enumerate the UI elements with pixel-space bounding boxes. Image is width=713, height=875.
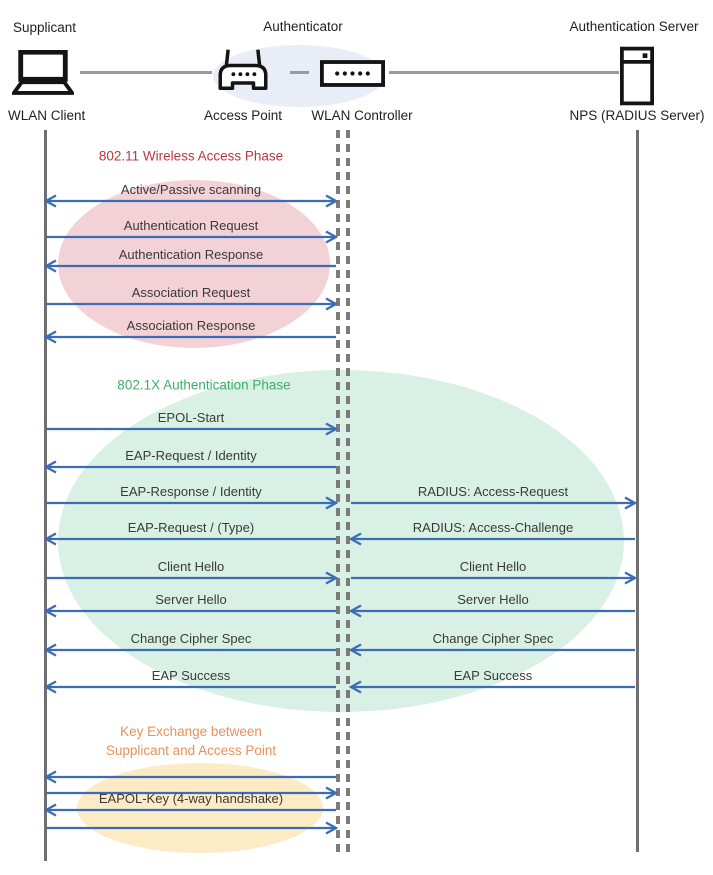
message-arrowhead — [325, 297, 339, 311]
device-label-wlan-client: WLAN Client — [8, 108, 86, 123]
lifeline-nps-server — [636, 130, 639, 852]
message-arrowhead — [43, 259, 57, 273]
message-label: Authentication Response — [118, 247, 264, 262]
role-label-authenticator: Authenticator — [263, 19, 343, 34]
lifeline-wlan-client — [44, 130, 47, 861]
message-arrowhead — [624, 571, 638, 585]
message-label: Authentication Request — [123, 218, 259, 233]
phase-ellipse-1 — [58, 180, 330, 348]
message-arrowhead — [43, 604, 57, 618]
message-arrowhead — [325, 230, 339, 244]
message-label: EAP-Response / Identity — [120, 484, 262, 499]
message-arrowhead — [325, 786, 339, 800]
phase-title-1: 802.11 Wireless Access Phase — [98, 148, 284, 164]
role-label-authentication-server: Authentication Server — [569, 19, 699, 34]
message-arrowhead — [43, 803, 57, 817]
phase-title-2: 802.1X Authentication Phase — [117, 377, 291, 393]
message-arrowhead — [43, 532, 57, 546]
server-icon — [620, 46, 654, 106]
message-arrowhead — [43, 330, 57, 344]
message-label: EPOL-Start — [157, 410, 225, 425]
message-arrowhead — [43, 643, 57, 657]
message-arrowhead — [43, 770, 57, 784]
device-label-wlan-controller: WLAN Controller — [311, 108, 413, 123]
message-label: RADIUS: Access-Request — [417, 484, 569, 499]
role-label-supplicant: Supplicant — [13, 20, 77, 35]
message-arrowhead — [43, 460, 57, 474]
message-label: RADIUS: Access-Challenge — [412, 520, 574, 535]
phase-title-3: Key Exchange between Supplicant and Acce… — [105, 724, 277, 758]
message-label: Client Hello — [459, 559, 527, 574]
device-label-access-point: Access Point — [203, 108, 283, 123]
message-label: Server Hello — [457, 592, 529, 607]
laptop-icon — [12, 50, 74, 95]
device-label-nps-radius-server: NPS (RADIUS Server) — [569, 108, 705, 123]
message-label: EAP-Request / (Type) — [127, 520, 255, 535]
access-point-icon — [218, 49, 268, 90]
message-label: EAP-Request / Identity — [125, 448, 257, 463]
phase-ellipse-3 — [77, 763, 323, 853]
message-label: Change Cipher Spec — [130, 631, 252, 646]
connector-line-controller-server — [389, 71, 619, 74]
message-arrowhead — [43, 194, 57, 208]
message-arrowhead — [43, 680, 57, 694]
message-label: Change Cipher Spec — [432, 631, 554, 646]
wlan-controller-icon — [320, 60, 385, 87]
connector-line-client-ap — [80, 71, 212, 74]
message-arrowhead — [624, 496, 638, 510]
lifeline-wlan-controller-dashed-right — [346, 130, 350, 857]
message-arrowhead — [325, 821, 339, 835]
message-label: Association Request — [131, 285, 251, 300]
message-label: EAP Success — [151, 668, 231, 683]
message-label: Client Hello — [157, 559, 225, 574]
message-label: EAPOL-Key (4-way handshake) — [98, 791, 284, 806]
message-label: Active/Passive scanning — [120, 182, 262, 197]
message-label: Association Response — [126, 318, 256, 333]
message-label: EAP Success — [453, 668, 533, 683]
phase-ellipse-2 — [58, 370, 624, 712]
lifeline-wlan-controller-dashed-left — [336, 130, 340, 857]
message-label: Server Hello — [155, 592, 227, 607]
connector-line-ap-controller — [290, 71, 309, 74]
message-arrowhead — [325, 194, 339, 208]
